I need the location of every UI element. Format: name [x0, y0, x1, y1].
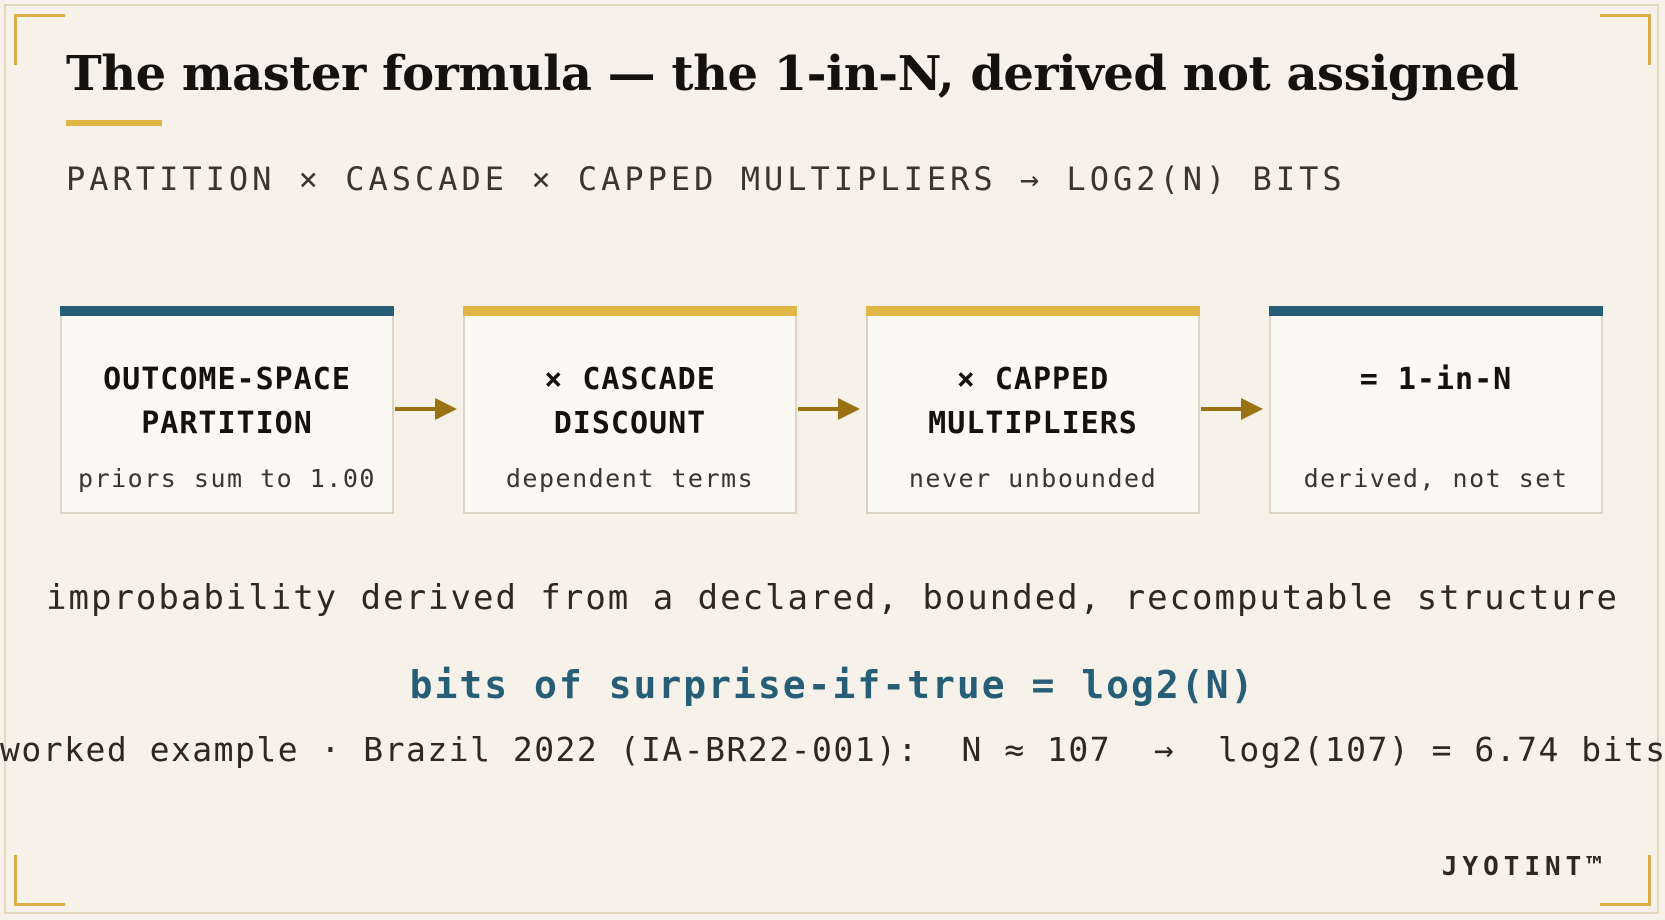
step-label: × CAPPED MULTIPLIERS: [928, 362, 1138, 441]
step-label: = 1-in-N: [1359, 362, 1513, 397]
formula-subtitle: PARTITION × CASCADE × CAPPED MULTIPLIERS…: [66, 160, 1346, 198]
step-box-cascade: × CASCADE DISCOUNT dependent terms: [463, 306, 797, 514]
step-accent-bar: [463, 306, 797, 316]
summary-statement: improbability derived from a declared, b…: [46, 578, 1619, 618]
title-underline: [66, 120, 162, 126]
step-note: priors sum to 1.00: [78, 464, 376, 493]
corner-mark-top-left: [14, 14, 65, 65]
step-label: × CASCADE DISCOUNT: [544, 362, 716, 441]
step-box-partition: OUTCOME-SPACE PARTITION priors sum to 1.…: [60, 306, 394, 514]
step-accent-bar: [1269, 306, 1603, 316]
step-accent-bar: [60, 306, 394, 316]
step-accent-bar: [866, 306, 1200, 316]
page-title: The master formula — the 1-in-N, derived…: [66, 46, 1519, 102]
brand-wordmark: JYOTINT™: [1441, 852, 1607, 882]
arrow-right-icon: [395, 398, 457, 420]
arrow-right-icon: [798, 398, 860, 420]
bits-formula: bits of surprise-if-true = log2(N): [409, 663, 1256, 707]
corner-mark-bottom-left: [14, 855, 65, 906]
arrow-right-icon: [1201, 398, 1263, 420]
step-box-multipliers: × CAPPED MULTIPLIERS never unbounded: [866, 306, 1200, 514]
corner-mark-bottom-right: [1600, 855, 1651, 906]
step-label: OUTCOME-SPACE PARTITION: [103, 362, 351, 441]
step-note: derived, not set: [1303, 464, 1569, 493]
step-note: dependent terms: [505, 464, 755, 493]
corner-mark-top-right: [1600, 14, 1651, 65]
step-box-result: = 1-in-N derived, not set: [1269, 306, 1603, 514]
step-note: never unbounded: [908, 464, 1158, 493]
page-frame: [4, 4, 1659, 914]
worked-example: worked example · Brazil 2022 (IA-BR22-00…: [0, 730, 1665, 769]
